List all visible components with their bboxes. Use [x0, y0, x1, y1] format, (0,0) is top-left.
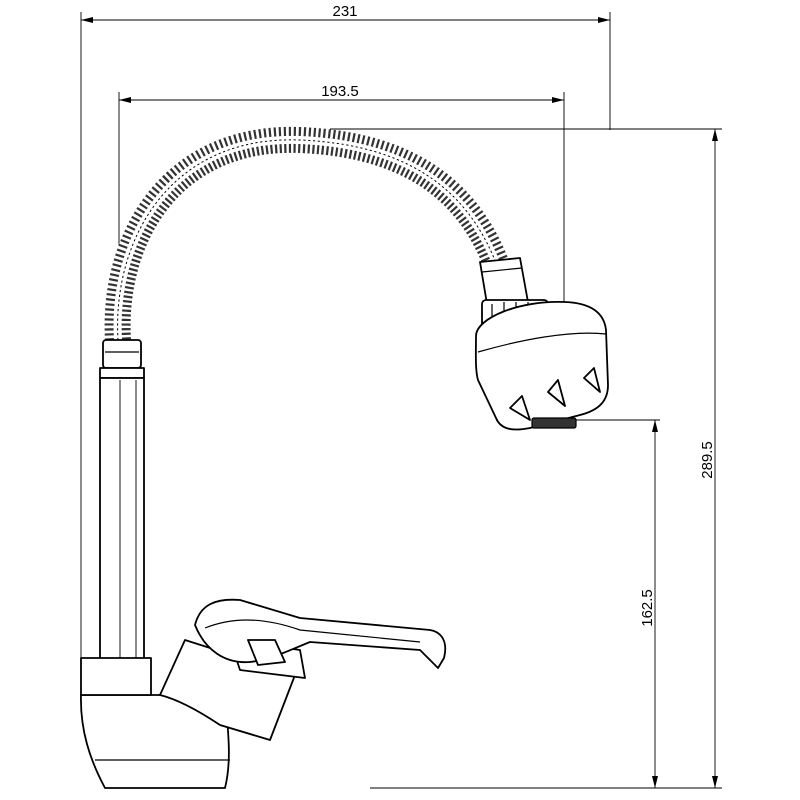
spout-reach-label: 193.5: [321, 83, 359, 100]
outlet-height-label: 162.5: [639, 589, 656, 627]
dimension-outlet-height: 162.5: [560, 419, 660, 788]
spray-head: [474, 257, 609, 431]
lever-handle: [194, 598, 447, 669]
dimension-overall-width: 231: [80, 3, 611, 660]
flexible-hose: [104, 126, 518, 341]
overall-height-label: 289.5: [699, 441, 716, 479]
dimension-overall-height: 289.5: [330, 128, 722, 789]
spout-riser: [99, 339, 145, 661]
overall-width-label: 231: [332, 3, 357, 20]
